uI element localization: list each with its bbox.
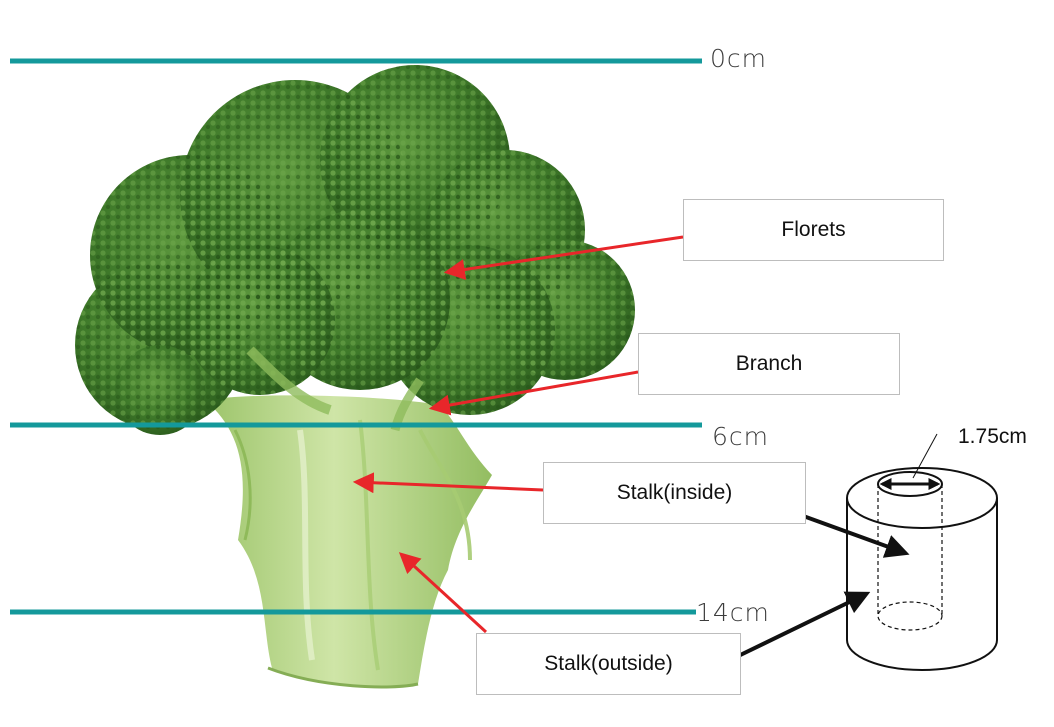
branch-label: Branch xyxy=(638,333,900,395)
broccoli-florets xyxy=(75,65,635,435)
scale-label-6cm: 6cm xyxy=(712,424,769,449)
stalk-inside-label: Stalk(inside) xyxy=(543,462,806,524)
scale-label-0cm: 0cm xyxy=(710,46,767,71)
scale-label-14cm: 14cm xyxy=(696,600,770,625)
broccoli-stalk xyxy=(205,395,492,687)
stalk-outside-label: Stalk(outside) xyxy=(476,633,741,695)
inner-diameter-label: 1.75cm xyxy=(958,425,1027,449)
florets-label: Florets xyxy=(683,199,944,261)
